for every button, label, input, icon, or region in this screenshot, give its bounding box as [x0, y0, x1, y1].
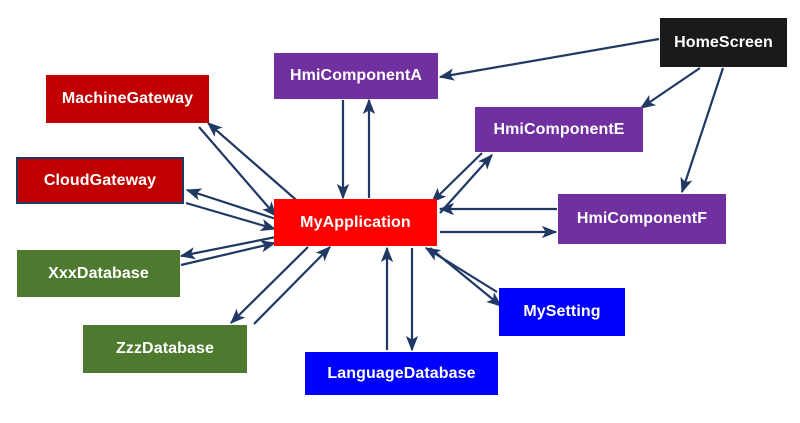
- node-xxx-database[interactable]: XxxDatabase: [17, 250, 180, 297]
- node-label-hmi-component-a: HmiComponentA: [290, 67, 422, 84]
- edge-zzzdatabase-to-app: [253, 246, 331, 325]
- node-hmi-component-a[interactable]: HmiComponentA: [274, 53, 438, 99]
- node-zzz-database[interactable]: ZzzDatabase: [83, 325, 247, 373]
- edge-app-to-hmicomponente: [439, 154, 493, 214]
- edge-app-to-zzzdatabase: [230, 246, 309, 324]
- node-label-my-application: MyApplication: [300, 213, 411, 231]
- edge-xxxdatabase-to-app: [180, 240, 277, 267]
- node-label-my-setting: MySetting: [523, 303, 601, 320]
- node-label-machine-gateway: MachineGateway: [61, 90, 194, 107]
- edge-cloudgateway-to-app: [185, 201, 277, 231]
- edge-homescreen-to-hmicomponente: [639, 67, 701, 109]
- node-label-hmi-component-e: HmiComponentE: [493, 120, 625, 138]
- node-label-hmi-component-f: HmiComponentF: [576, 210, 708, 227]
- node-label-home-screen: HomeScreen: [674, 33, 773, 51]
- node-my-application[interactable]: MyApplication: [274, 199, 437, 246]
- node-cloud-gateway[interactable]: CloudGateway: [16, 157, 184, 204]
- node-machine-gateway[interactable]: MachineGateway: [46, 75, 209, 123]
- node-label-cloud-gateway: CloudGateway: [43, 171, 157, 189]
- edge-machinegateway-to-app: [198, 126, 277, 217]
- node-home-screen[interactable]: HomeScreen: [660, 18, 787, 67]
- node-label-zzz-database: ZzzDatabase: [115, 340, 215, 357]
- node-hmi-component-e[interactable]: HmiComponentE: [475, 107, 643, 152]
- edge-homescreen-to-hmicomponenta: [438, 37, 660, 81]
- edge-mysetting-to-app: [424, 247, 498, 293]
- edge-app-to-machinegateway: [207, 122, 311, 213]
- node-label-language-database: LanguageDatabase: [327, 364, 476, 382]
- edge-homescreen-to-hmicomponentf: [680, 67, 725, 194]
- node-hmi-component-f[interactable]: HmiComponentF: [558, 194, 726, 244]
- edge-hmicomponente-to-app: [431, 152, 483, 203]
- edge-app-to-cloudgateway: [185, 188, 277, 221]
- node-label-xxx-database: XxxDatabase: [48, 264, 149, 282]
- node-language-database[interactable]: LanguageDatabase: [305, 352, 498, 395]
- node-my-setting[interactable]: MySetting: [499, 288, 625, 336]
- edge-app-to-xxxdatabase: [179, 235, 277, 260]
